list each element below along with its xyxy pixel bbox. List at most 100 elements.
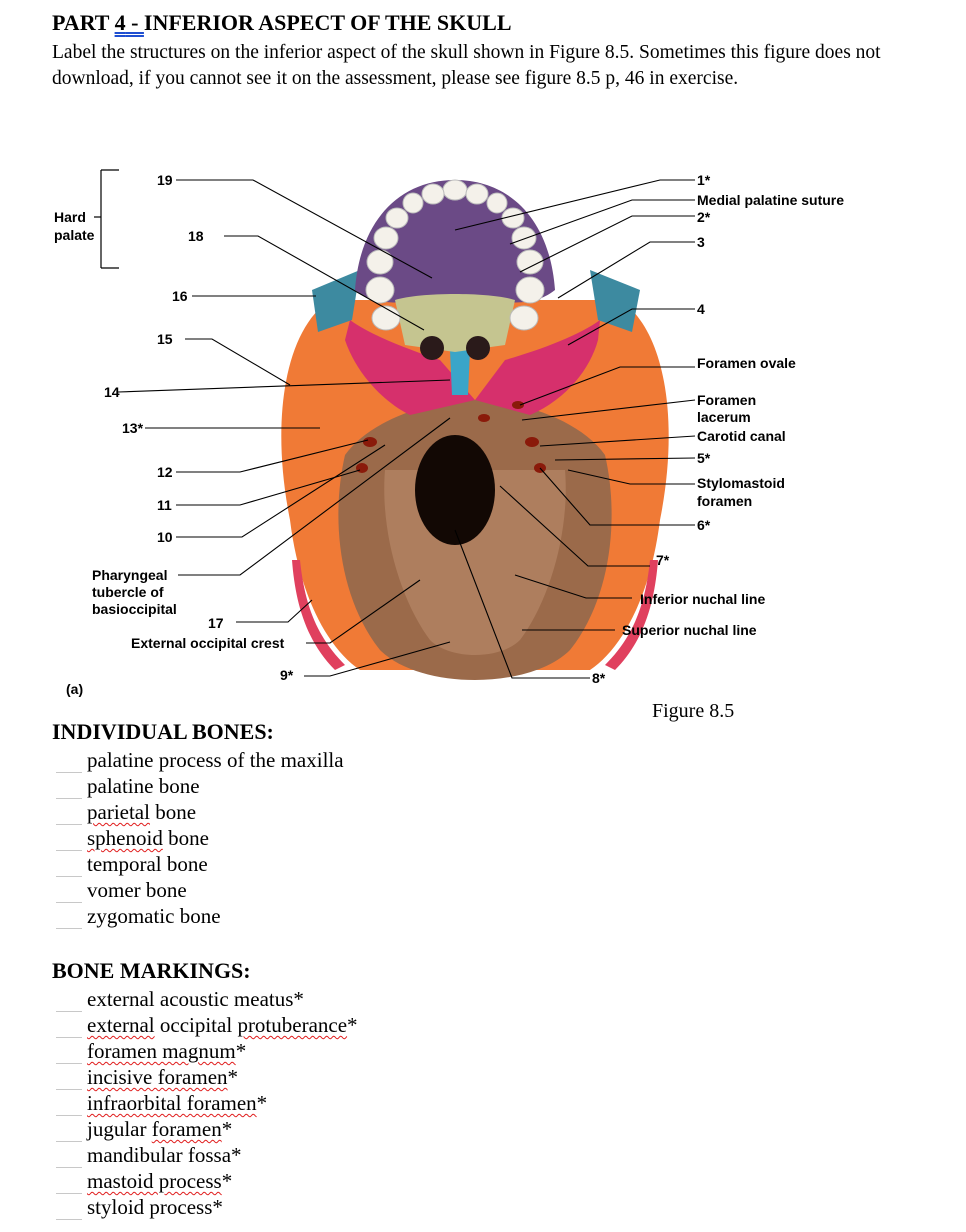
instructions: Label the structures on the inferior asp… xyxy=(52,42,881,89)
part-dash: - xyxy=(125,10,144,35)
label-17: 17 xyxy=(208,615,224,631)
answer-blank[interactable] xyxy=(56,1199,82,1220)
bone-item-text: bone xyxy=(162,826,209,850)
marking-item: incisive foramen* xyxy=(56,1064,358,1090)
pharyngeal-label-2: tubercle of xyxy=(92,584,164,600)
marking-flagged-word: infraorbital foramen xyxy=(87,1091,257,1115)
bone-item-text: palatine bone xyxy=(87,774,200,798)
answer-blank[interactable] xyxy=(56,804,82,825)
answer-blank[interactable] xyxy=(56,1121,82,1142)
label-8: 8* xyxy=(592,670,606,686)
label-9: 9* xyxy=(280,667,294,683)
right-labels: 1* Medial palatine suture 2* 3 4 Foramen… xyxy=(592,172,844,686)
answer-blank[interactable] xyxy=(56,778,82,799)
answer-blank[interactable] xyxy=(56,1173,82,1194)
hard-label: Hard xyxy=(54,209,86,225)
marking-text: jugular xyxy=(87,1117,152,1141)
marking-item: infraorbital foramen* xyxy=(56,1090,358,1116)
bone-item-flagged-word: sphenoid xyxy=(87,826,163,850)
external-occipital-crest-label: External occipital crest xyxy=(131,635,285,651)
part-prefix: PART xyxy=(52,10,110,35)
individual-bones-heading: INDIVIDUAL BONES: xyxy=(52,719,274,744)
answer-blank[interactable] xyxy=(56,1069,82,1090)
label-5: 5* xyxy=(697,450,711,466)
answer-blank[interactable] xyxy=(56,991,82,1012)
bone-markings-heading: BONE MARKINGS: xyxy=(52,958,251,983)
marking-text: * xyxy=(221,1169,233,1193)
foramen-ovale-label: Foramen ovale xyxy=(697,355,796,371)
marking-item: foramen magnum* xyxy=(56,1038,358,1064)
part-number: 4 xyxy=(114,10,126,35)
marking-flagged-word: protuberance xyxy=(237,1013,348,1037)
bone-item: vomer bone xyxy=(56,877,344,903)
marking-flagged-word: external xyxy=(87,1013,155,1037)
marking-flagged-word: foramen magnum xyxy=(87,1039,236,1063)
answer-blank[interactable] xyxy=(56,1043,82,1064)
hard-palate-bracket xyxy=(94,169,119,269)
skull-figure: Hard palate 19 18 16 15 14 13* 12 11 10 … xyxy=(54,169,844,697)
marking-item: external acoustic meatus* xyxy=(56,986,358,1012)
part-heading: INFERIOR ASPECT OF THE SKULL xyxy=(143,10,512,35)
marking-item: mandibular fossa* xyxy=(56,1142,358,1168)
bone-item: temporal bone xyxy=(56,851,344,877)
bone-item: parietal bone xyxy=(56,799,344,825)
bone-item: palatine bone xyxy=(56,773,344,799)
pharyngeal-label-3: basioccipital xyxy=(92,601,177,617)
label-11: 11 xyxy=(157,497,172,513)
bone-item: palatine process of the maxilla xyxy=(56,747,344,773)
bone-markings-list: external acoustic meatus*external occipi… xyxy=(56,986,358,1220)
bone-item: zygomatic bone xyxy=(56,903,344,929)
marking-text: styloid process* xyxy=(87,1195,223,1219)
bone-item: sphenoid bone xyxy=(56,825,344,851)
label-1: 1* xyxy=(697,172,711,188)
panel-label: (a) xyxy=(66,681,83,697)
stylomastoid-label-2: foramen xyxy=(697,493,752,509)
label-12: 12 xyxy=(157,464,173,480)
marking-text: * xyxy=(235,1039,247,1063)
answer-blank[interactable] xyxy=(56,1147,82,1168)
figure-caption: Figure 8.5 xyxy=(652,700,735,722)
part-title: PART 4 - INFERIOR ASPECT OF THE SKULL xyxy=(52,10,512,36)
palate-label: palate xyxy=(54,227,95,243)
inferior-nuchal-line-label: Inferior nuchal line xyxy=(640,591,765,607)
label-6: 6* xyxy=(697,517,711,533)
label-3: 3 xyxy=(697,234,705,250)
foramen-lacerum-label-2: lacerum xyxy=(697,409,751,425)
superior-nuchal-line-label: Superior nuchal line xyxy=(622,622,757,638)
marking-item: jugular foramen* xyxy=(56,1116,358,1142)
bone-item-text: palatine process of the maxilla xyxy=(87,748,344,772)
label-2: 2* xyxy=(697,209,711,225)
label-10: 10 xyxy=(157,529,173,545)
marking-text: * xyxy=(227,1065,239,1089)
leader-lines xyxy=(117,179,696,679)
skull-illustration xyxy=(281,179,669,680)
bone-item-text: zygomatic bone xyxy=(87,904,221,928)
label-16: 16 xyxy=(172,288,188,304)
marking-text: * xyxy=(256,1091,268,1115)
bone-item-text: temporal bone xyxy=(87,852,208,876)
answer-blank[interactable] xyxy=(56,752,82,773)
label-7: 7* xyxy=(656,552,670,568)
marking-text: occipital xyxy=(154,1013,238,1037)
answer-blank[interactable] xyxy=(56,1095,82,1116)
marking-flagged-word: mastoid process xyxy=(87,1169,222,1193)
answer-blank[interactable] xyxy=(56,830,82,851)
marking-item: styloid process* xyxy=(56,1194,358,1220)
marking-item: external occipital protuberance* xyxy=(56,1012,358,1038)
answer-blank[interactable] xyxy=(56,1017,82,1038)
medial-palatine-suture-label: Medial palatine suture xyxy=(697,192,844,208)
marking-flagged-word: incisive foramen xyxy=(87,1065,228,1089)
label-18: 18 xyxy=(188,228,204,244)
label-15: 15 xyxy=(157,331,173,347)
marking-text: mandibular fossa* xyxy=(87,1143,242,1167)
marking-item: mastoid process* xyxy=(56,1168,358,1194)
answer-blank[interactable] xyxy=(56,908,82,929)
label-4: 4 xyxy=(697,301,705,317)
label-19: 19 xyxy=(157,172,173,188)
answer-blank[interactable] xyxy=(56,882,82,903)
answer-blank[interactable] xyxy=(56,856,82,877)
carotid-canal-label: Carotid canal xyxy=(697,428,786,444)
label-13: 13* xyxy=(122,420,144,436)
label-14: 14 xyxy=(104,384,120,400)
